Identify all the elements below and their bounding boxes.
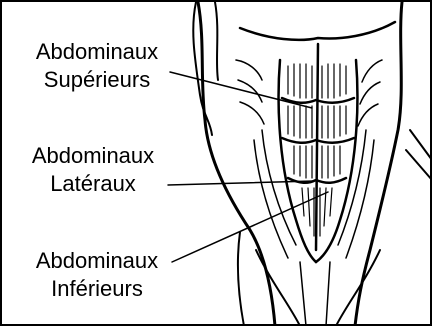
label-abdominaux-lateraux: Abdominaux Latéraux — [18, 142, 168, 198]
label-line: Latéraux — [18, 170, 168, 198]
label-line: Abdominaux — [22, 38, 172, 66]
label-line: Inférieurs — [22, 275, 172, 303]
label-abdominaux-inferieurs: Abdominaux Inférieurs — [22, 247, 172, 303]
label-line: Abdominaux — [22, 247, 172, 275]
label-line: Abdominaux — [18, 142, 168, 170]
label-abdominaux-superieurs: Abdominaux Supérieurs — [22, 38, 172, 94]
label-line: Supérieurs — [22, 66, 172, 94]
